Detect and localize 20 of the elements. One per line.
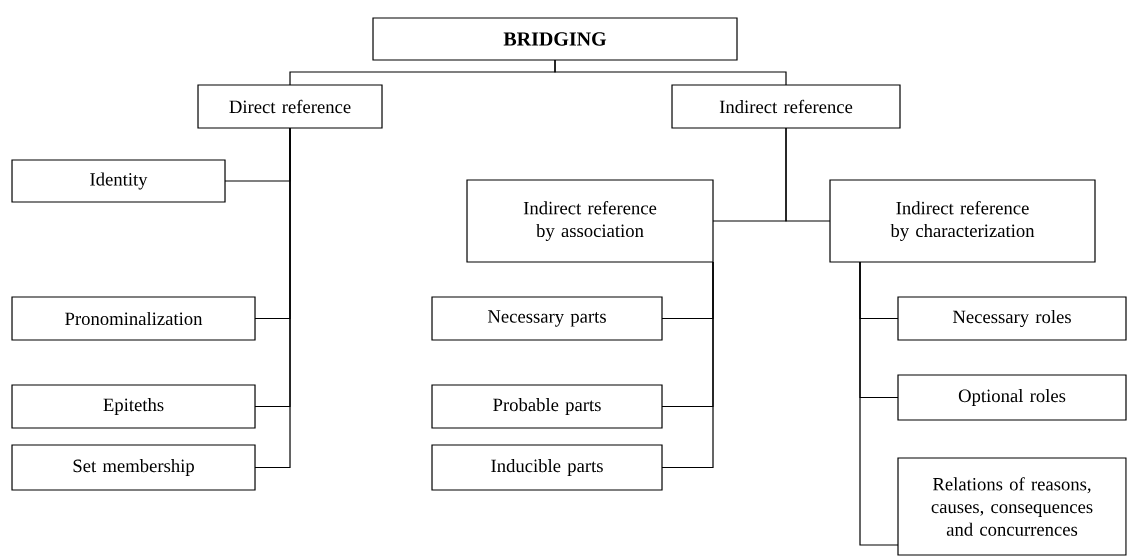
category-box: Direct reference [197,84,383,129]
category-box: Pronominalization [11,296,256,341]
category-box: Indirect reference by association [466,179,714,263]
category-box: Indirect reference by characterization [829,179,1096,263]
category-box: Set membership [11,444,256,491]
category-box: Epiteths [11,384,256,429]
category-box: Inducible parts [431,444,663,491]
category-box: Probable parts [431,384,663,429]
category-box: Identity [11,159,226,203]
connector [859,261,899,546]
category-box: Indirect reference [671,84,901,129]
title-box: BRIDGING [372,17,738,61]
connector [785,127,831,222]
connector [554,59,787,86]
connector [254,127,291,469]
connector [661,261,714,469]
category-box: Necessary parts [431,296,663,341]
category-box: Relations of reasons, causes, consequences and concurrences [897,457,1127,556]
category-box: Necessary roles [897,296,1127,341]
category-box: Optional roles [897,374,1127,421]
